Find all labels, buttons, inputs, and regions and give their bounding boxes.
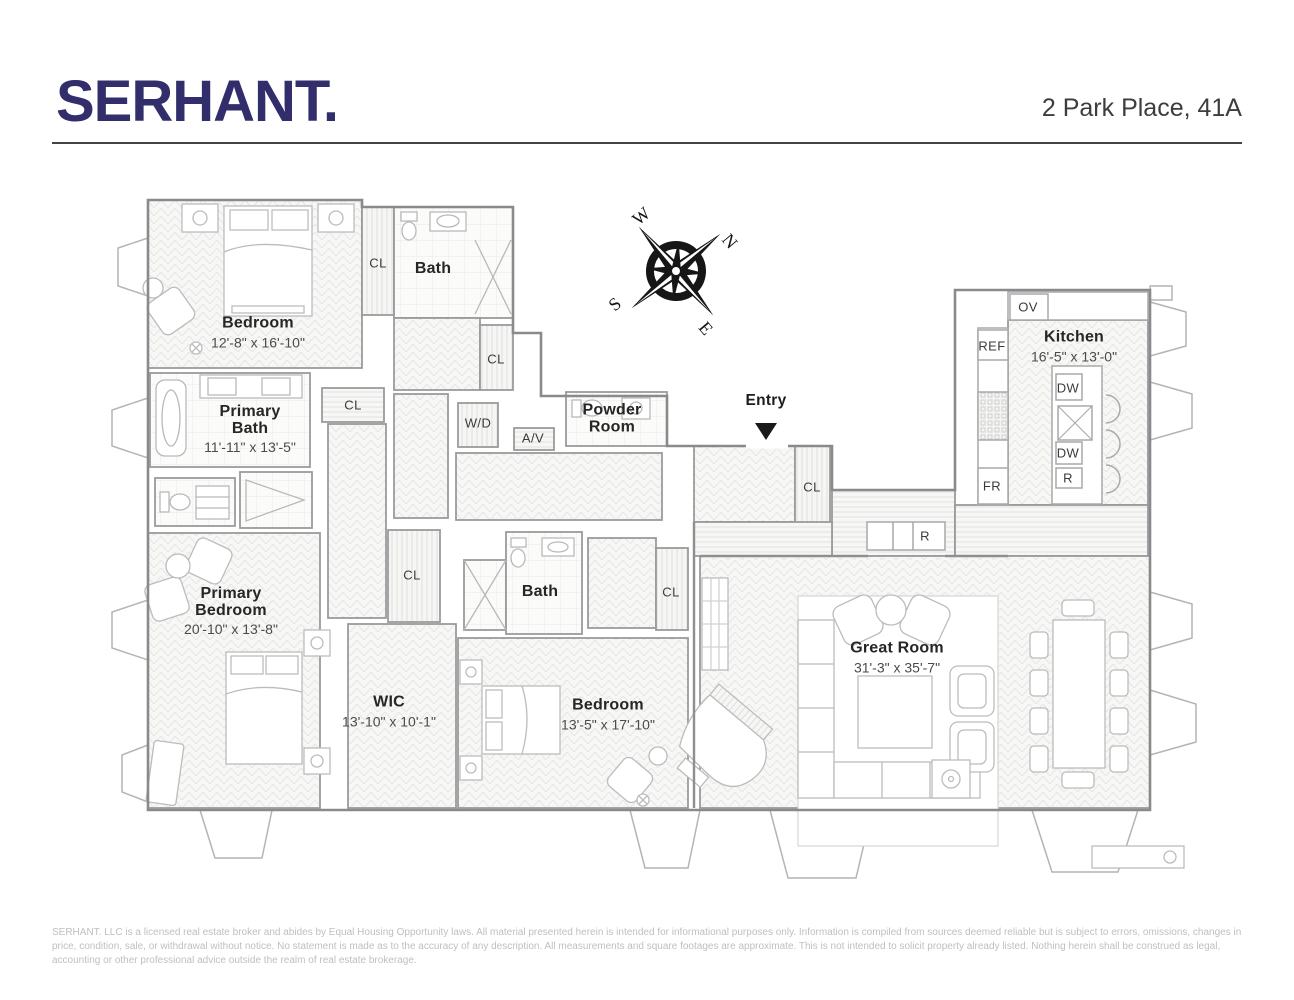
kitchen-fixtures: [977, 291, 1149, 506]
window-bays: [111, 236, 1197, 879]
interior-walls: [692, 522, 1008, 808]
closet-label-6: CL: [803, 479, 821, 495]
room-label-bedroom-2: Bedroom 13'-5" x 17'-10": [561, 696, 655, 732]
entry-arrow-icon: [755, 423, 777, 440]
primary-bedroom-furniture: [144, 537, 331, 807]
entry-label: Entry: [745, 392, 787, 409]
bathroom-fixtures: [155, 211, 651, 631]
room-label-bedroom-1: Bedroom 12'-8" x 16'-10": [211, 314, 305, 350]
closet-label-2: CL: [487, 351, 505, 367]
range-label: R: [1063, 470, 1073, 486]
room-label-bath-2: Bath: [521, 582, 559, 600]
room-label-great-room: Great Room 31'-3" x 35'-7": [850, 639, 944, 675]
room-label-bath-1: Bath: [414, 259, 452, 277]
listing-address: 2 Park Place, 41A: [1041, 94, 1242, 122]
oven-label: OV: [1018, 299, 1038, 315]
closet-label-5: CL: [662, 584, 680, 600]
room-label-primary-bath: Primary Bath 11'-11" x 13'-5": [204, 403, 296, 455]
radiator: [866, 521, 946, 551]
room-label-powder-room: Powder Room: [582, 401, 642, 435]
dishwasher-label-1: DW: [1056, 380, 1080, 396]
bedroom-1-furniture: [142, 203, 355, 355]
header-divider: [52, 142, 1242, 144]
serhant-logo: SERHANT.: [56, 69, 339, 134]
compass-rose-icon: [631, 226, 721, 316]
dishwasher-label-2: DW: [1056, 445, 1080, 461]
room-label-primary-bedroom: Primary Bedroom 20'-10" x 13'-8": [184, 585, 278, 637]
great-room-furniture: [676, 577, 1185, 869]
legal-disclaimer: SERHANT. LLC is a licensed real estate b…: [52, 927, 1242, 967]
bedroom-2-furniture: [459, 659, 668, 807]
refrigerator-label: REF: [978, 338, 1006, 354]
radiator-label: R: [920, 528, 930, 544]
outer-walls: [146, 198, 1152, 812]
washer-dryer-label: W/D: [464, 415, 492, 431]
closet-label-4: CL: [403, 567, 421, 583]
av-closet-label: A/V: [521, 430, 545, 446]
closet-label-3: CL: [344, 397, 362, 413]
room-label-wic: WIC 13'-10" x 10'-1": [342, 693, 436, 729]
freezer-label: FR: [982, 478, 1002, 494]
closet-label-1: CL: [369, 255, 387, 271]
room-label-kitchen: Kitchen 16'-5" x 13'-0": [1030, 328, 1118, 364]
